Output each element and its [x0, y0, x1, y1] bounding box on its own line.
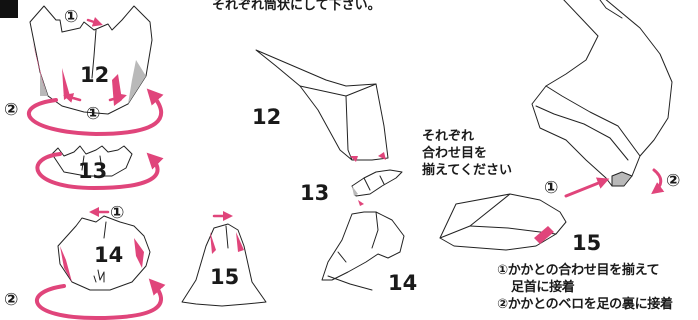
rotate-arrow-14 [34, 278, 166, 320]
leg-assembly [531, 0, 673, 187]
right-marker-2: ② [666, 171, 680, 191]
left-marker-1-top: ① [64, 7, 78, 27]
side-note-line-3: 揃えてください [422, 163, 512, 178]
mid-part-14 [321, 211, 405, 291]
left-marker-1-bottom: ① [110, 203, 124, 223]
rotate-arrow-12 [26, 88, 164, 136]
side-note: それぞれ 合わせ目を 揃えてください [422, 128, 512, 179]
label-left-14: 14 [94, 243, 123, 267]
top-note: それぞれ筒状にして下さい。 [212, 0, 381, 13]
instruction-2: ②かかとのベロを足の裏に接着 [497, 297, 673, 312]
left-marker-2-b: ② [4, 290, 18, 310]
corner-mark [0, 0, 18, 18]
arrow-12-left [63, 93, 82, 103]
left-marker-1-mid: ① [86, 104, 100, 124]
arrow-12-right [108, 93, 127, 103]
label-mid-14: 14 [388, 271, 417, 295]
part-13-ring [51, 145, 133, 177]
mid-part-13 [351, 169, 403, 206]
label-left-15: 15 [210, 265, 239, 289]
part-15-flat [181, 223, 267, 307]
label-left-12: 12 [80, 63, 109, 87]
twist-arrow-12-top [86, 17, 103, 27]
part-14-heel [57, 215, 151, 291]
instruction-1-cont: 足首に接着 [511, 280, 575, 295]
side-note-line-2: 合わせ目を [422, 146, 488, 161]
part-12-tube [29, 5, 153, 115]
arrow-step-2 [651, 168, 665, 195]
right-marker-1: ① [544, 178, 558, 198]
mid-part-12 [255, 49, 389, 162]
rotate-arrow-13 [35, 152, 164, 190]
label-mid-13: 13 [300, 181, 329, 205]
instruction-1: ①かかとの合わせ目を揃えて [497, 263, 660, 278]
label-left-13: 13 [78, 159, 107, 183]
instructions: ①かかとの合わせ目を揃えて 足首に接着 ②かかとのベロを足の裏に接着 [497, 262, 673, 313]
right-part-15-sole [439, 193, 567, 251]
left-marker-2-a: ② [4, 100, 18, 120]
label-right-15: 15 [572, 231, 601, 255]
arrow-step-1 [564, 177, 610, 198]
label-mid-12: 12 [252, 105, 281, 129]
side-note-line-1: それぞれ [422, 129, 475, 144]
